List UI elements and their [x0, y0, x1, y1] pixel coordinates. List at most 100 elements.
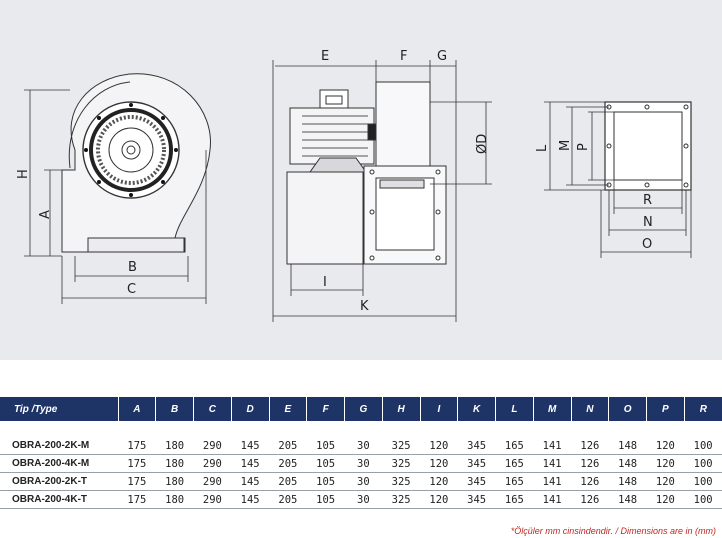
- label-L: L: [535, 144, 550, 152]
- col-header-L: L: [495, 397, 534, 421]
- col-header-M: M: [532, 397, 571, 421]
- value-cell: 175: [118, 472, 156, 491]
- model-cell: OBRA-200-4K-M: [0, 454, 118, 473]
- col-header-R: R: [683, 397, 722, 421]
- label-H: H: [16, 169, 31, 179]
- front-view-dimensions: [24, 89, 207, 304]
- label-I: I: [323, 275, 327, 290]
- value-cell: 148: [608, 454, 647, 473]
- value-cell: 325: [382, 490, 420, 509]
- fan-front-view: [61, 73, 211, 253]
- value-cell: 345: [457, 454, 496, 473]
- col-header-N: N: [570, 397, 609, 421]
- value-cell: 345: [457, 437, 496, 455]
- value-cell: 180: [155, 472, 194, 491]
- value-cell: 180: [155, 490, 194, 509]
- value-cell: 100: [684, 437, 722, 455]
- value-cell: 141: [533, 454, 571, 473]
- value-cell: 120: [646, 472, 685, 491]
- value-cell: 120: [646, 454, 685, 473]
- col-header-E: E: [268, 397, 307, 421]
- value-cell: 148: [608, 437, 647, 455]
- value-cell: 165: [495, 472, 534, 491]
- value-cell: 141: [533, 472, 571, 491]
- flange-dimensions: [544, 101, 692, 258]
- value-cell: 126: [571, 437, 609, 455]
- label-E: E: [321, 49, 329, 64]
- value-cell: 120: [420, 454, 458, 473]
- value-cell: 325: [382, 472, 420, 491]
- col-header-G: G: [344, 397, 383, 421]
- label-A: A: [38, 210, 53, 219]
- flange-view: [604, 101, 692, 191]
- value-cell: 148: [608, 490, 647, 509]
- value-cell: 145: [231, 437, 269, 455]
- side-view-dimensions: [272, 60, 492, 322]
- value-cell: 345: [457, 490, 496, 509]
- value-cell: 290: [193, 454, 232, 473]
- value-cell: 105: [306, 490, 345, 509]
- col-header-A: A: [117, 397, 156, 421]
- value-cell: 100: [684, 454, 722, 473]
- label-R: R: [643, 193, 652, 208]
- value-cell: 120: [420, 437, 458, 455]
- fan-side-view: [286, 81, 447, 265]
- col-header-D: D: [230, 397, 269, 421]
- value-cell: 165: [495, 437, 534, 455]
- value-cell: 30: [344, 437, 383, 455]
- value-cell: 290: [193, 472, 232, 491]
- col-header-H: H: [381, 397, 420, 421]
- col-header-K: K: [457, 397, 496, 421]
- value-cell: 30: [344, 472, 383, 491]
- col-header-O: O: [608, 397, 647, 421]
- col-header-F: F: [306, 397, 345, 421]
- value-cell: 175: [118, 437, 156, 455]
- value-cell: 120: [420, 490, 458, 509]
- dimension-table: Tip /Type A B C D E F G H I K L M N O P …: [0, 397, 722, 509]
- value-cell: 345: [457, 472, 496, 491]
- value-cell: 145: [231, 454, 269, 473]
- value-cell: 165: [495, 490, 534, 509]
- value-cell: 105: [306, 454, 345, 473]
- value-cell: 325: [382, 437, 420, 455]
- value-cell: 325: [382, 454, 420, 473]
- value-cell: 126: [571, 454, 609, 473]
- value-cell: 120: [646, 490, 685, 509]
- value-cell: 205: [269, 454, 307, 473]
- value-cell: 145: [231, 490, 269, 509]
- label-C: C: [127, 282, 136, 297]
- value-cell: 180: [155, 454, 194, 473]
- value-cell: 205: [269, 437, 307, 455]
- technical-drawing: H A B C E F G ØD I K L M P R N O: [0, 0, 722, 360]
- value-cell: 148: [608, 472, 647, 491]
- value-cell: 30: [344, 490, 383, 509]
- value-cell: 100: [684, 490, 722, 509]
- value-cell: 100: [684, 472, 722, 491]
- value-cell: 126: [571, 472, 609, 491]
- table-header-row: Tip /Type A B C D E F G H I K L M N O P …: [0, 397, 722, 421]
- units-footnote: *Ölçüler mm cinsindendir. / Dimensions a…: [510, 526, 716, 536]
- value-cell: 180: [155, 437, 194, 455]
- value-cell: 205: [269, 472, 307, 491]
- value-cell: 141: [533, 490, 571, 509]
- value-cell: 105: [306, 437, 345, 455]
- label-M: M: [558, 140, 573, 151]
- value-cell: 145: [231, 472, 269, 491]
- value-cell: 290: [193, 437, 232, 455]
- value-cell: 175: [118, 490, 156, 509]
- col-header-P: P: [646, 397, 685, 421]
- label-P: P: [576, 143, 591, 151]
- col-header-B: B: [155, 397, 194, 421]
- label-G: G: [437, 49, 447, 64]
- value-cell: 175: [118, 454, 156, 473]
- col-header-C: C: [193, 397, 232, 421]
- value-cell: 120: [420, 472, 458, 491]
- label-O: O: [642, 237, 652, 252]
- label-B: B: [128, 260, 137, 275]
- value-cell: 205: [269, 490, 307, 509]
